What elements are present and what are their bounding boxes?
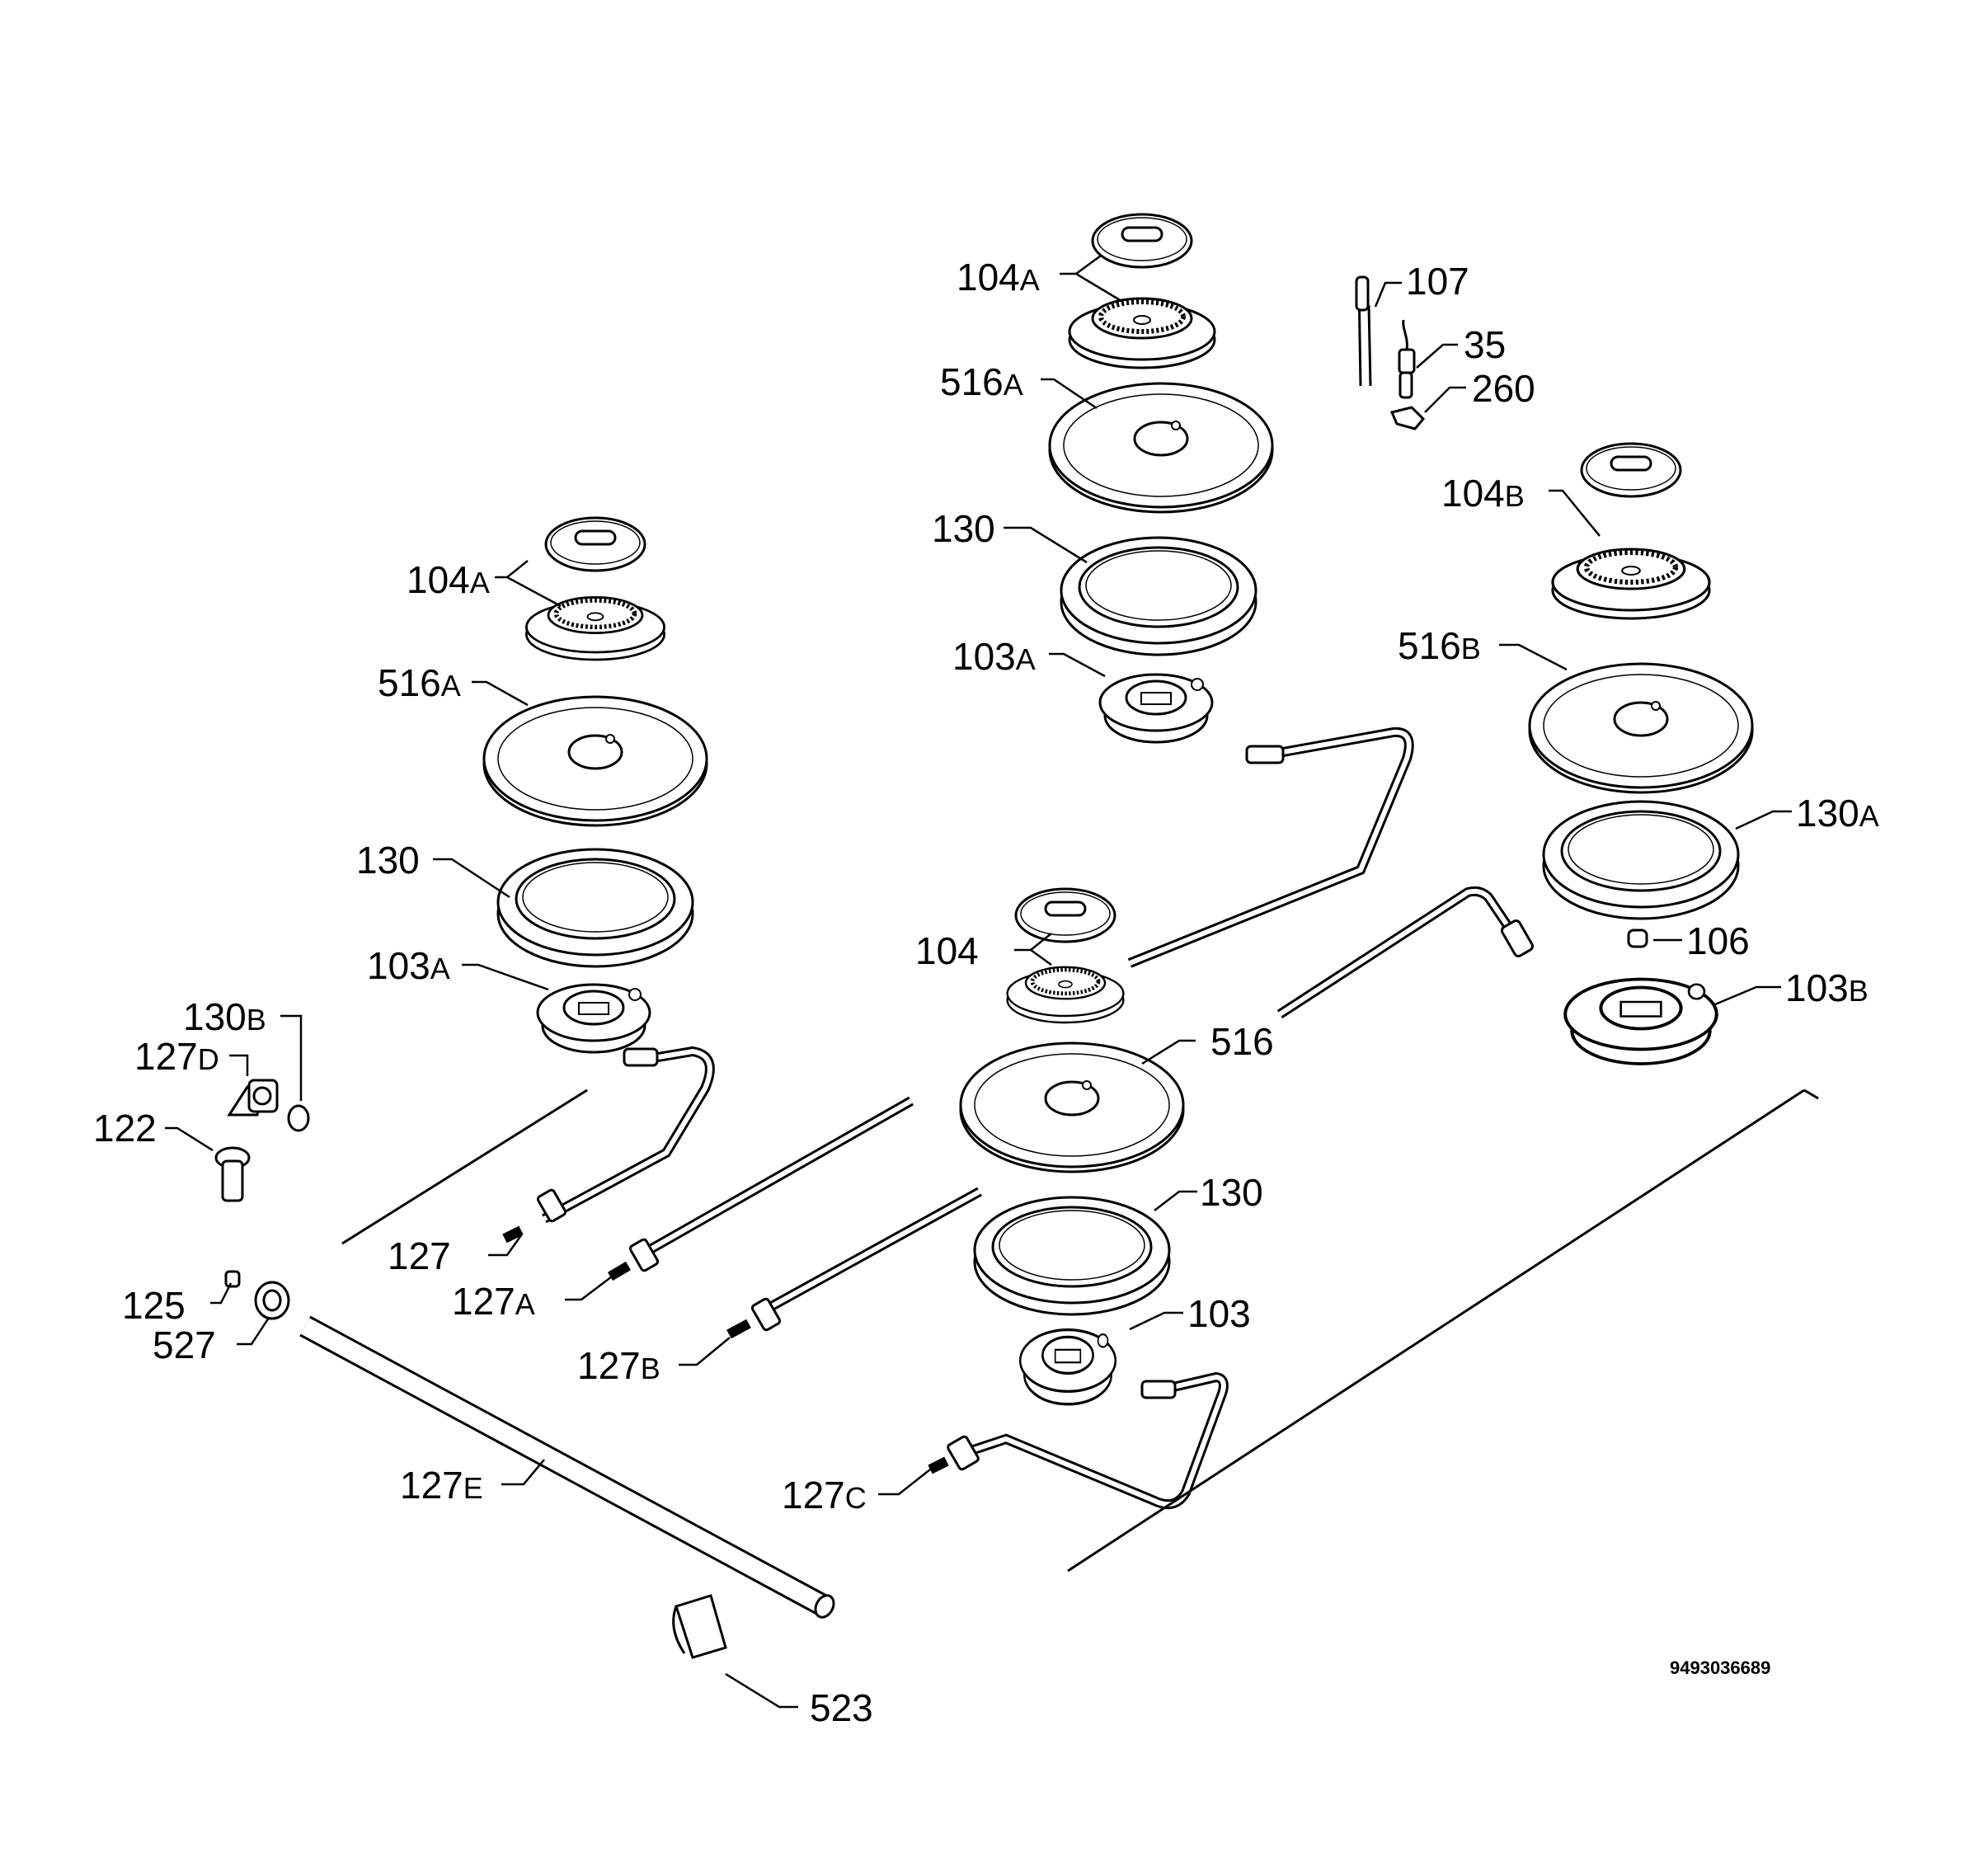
- callout-number: 516: [940, 360, 1004, 403]
- callout-number: 127: [388, 1234, 451, 1277]
- callout-127D: 127D: [134, 1037, 219, 1075]
- callout-suffix: B: [1504, 479, 1525, 513]
- callout-103B: 103B: [1785, 969, 1869, 1007]
- callout-suffix: A: [440, 669, 461, 703]
- callout-130-left: 130: [356, 841, 420, 879]
- callout-number: 127: [452, 1280, 515, 1323]
- callout-number: 127: [134, 1035, 198, 1078]
- callout-516A-top: 516A: [940, 363, 1023, 401]
- diagram-code: 9493036689: [1670, 1657, 1771, 1678]
- callout-104A-left: 104A: [407, 561, 490, 599]
- callout-suffix: C: [844, 1481, 867, 1515]
- callout-523: 523: [810, 1689, 873, 1727]
- callout-number: 125: [122, 1284, 186, 1327]
- fittings: [214, 1079, 727, 1659]
- callout-number: 104: [407, 558, 470, 601]
- callout-suffix: A: [1003, 368, 1023, 402]
- front-middle-burner: [959, 887, 1185, 1406]
- top-middle-burner: [1048, 213, 1274, 744]
- callout-number: 107: [1406, 260, 1469, 303]
- callout-516: 516: [1210, 1023, 1274, 1060]
- callout-107: 107: [1406, 262, 1469, 300]
- callout-number: 130: [356, 839, 420, 882]
- callout-127A: 127A: [452, 1282, 535, 1320]
- callout-number: 130: [1796, 792, 1859, 835]
- callout-suffix: B: [246, 1003, 266, 1037]
- callout-suffix: D: [197, 1042, 219, 1076]
- callout-suffix: A: [515, 1287, 535, 1321]
- callout-number: 127: [782, 1474, 845, 1516]
- callout-suffix: A: [1019, 263, 1040, 297]
- callout-number: 516: [378, 661, 441, 704]
- callout-suffix: A: [1015, 642, 1036, 676]
- callout-number: 103: [367, 944, 430, 987]
- thermocouple-electrode: [1355, 275, 1426, 430]
- callout-127: 127: [388, 1237, 451, 1275]
- callout-number: 122: [93, 1107, 157, 1150]
- callout-125: 125: [122, 1286, 186, 1324]
- callout-103A-top: 103A: [952, 637, 1036, 675]
- callout-number: 104: [915, 929, 979, 972]
- callout-suffix: B: [1460, 632, 1481, 665]
- callout-127E: 127E: [400, 1466, 483, 1504]
- callout-35: 35: [1464, 326, 1506, 364]
- left-burner: [482, 516, 708, 1054]
- callout-number: 35: [1464, 323, 1507, 366]
- callout-104B: 104B: [1441, 474, 1525, 512]
- callout-103A-left: 103A: [367, 947, 450, 985]
- callout-suffix: A: [1859, 799, 1879, 833]
- callout-suffix: B: [640, 1352, 660, 1385]
- callout-number: 523: [810, 1686, 873, 1729]
- callout-suffix: E: [463, 1471, 483, 1505]
- callout-number: 130: [183, 995, 247, 1038]
- callout-suffix: A: [430, 952, 450, 985]
- callout-103: 103: [1187, 1295, 1251, 1333]
- callout-122: 122: [93, 1109, 157, 1147]
- callout-number: 130: [1200, 1171, 1263, 1214]
- callout-130-front: 130: [1200, 1173, 1263, 1211]
- callout-number: 103: [1785, 966, 1849, 1009]
- callout-number: 127: [400, 1464, 463, 1507]
- callout-106: 106: [1686, 922, 1750, 960]
- gas-pipes: [299, 726, 1535, 1619]
- callout-number: 103: [952, 635, 1016, 678]
- callout-suffix: B: [1848, 974, 1869, 1008]
- callout-number: 104: [957, 256, 1020, 299]
- callout-130A: 130A: [1796, 794, 1879, 832]
- callout-527: 527: [153, 1326, 216, 1364]
- callout-number: 127: [577, 1344, 641, 1387]
- callout-number: 516: [1210, 1020, 1274, 1063]
- callout-number: 103: [1187, 1292, 1251, 1335]
- callout-260: 260: [1472, 369, 1535, 407]
- chassis-outline: [341, 1088, 1819, 1573]
- callout-130-top: 130: [932, 510, 995, 548]
- callout-104A-top: 104A: [957, 258, 1040, 296]
- leader-lines: [165, 254, 1792, 1709]
- callout-number: 104: [1441, 472, 1505, 515]
- callout-number: 527: [153, 1324, 216, 1366]
- right-burner: [1528, 442, 1754, 1064]
- callout-516A-left: 516A: [378, 664, 461, 702]
- callout-number: 106: [1686, 919, 1750, 962]
- callout-suffix: A: [469, 566, 490, 599]
- callout-127B: 127B: [577, 1347, 660, 1385]
- callout-104: 104: [915, 932, 979, 970]
- callout-number: 130: [932, 507, 995, 550]
- callout-number: 516: [1398, 624, 1461, 667]
- callout-127C: 127C: [782, 1476, 867, 1514]
- callout-516B: 516B: [1398, 627, 1481, 665]
- callout-number: 260: [1472, 367, 1535, 410]
- callout-130B: 130B: [183, 998, 266, 1036]
